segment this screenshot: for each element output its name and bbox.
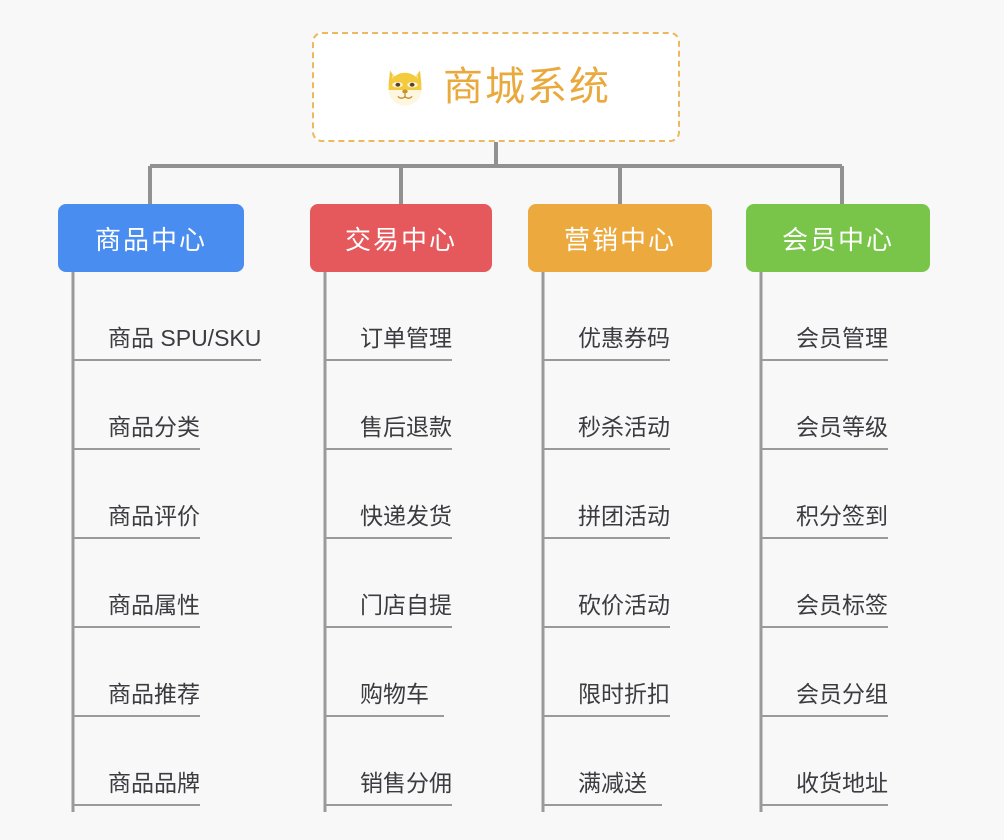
list-item-label: 销售分佣 — [360, 770, 452, 797]
list-item-label: 会员标签 — [796, 592, 888, 619]
list-item-label: 购物车 — [360, 681, 429, 708]
branch-header-trade[interactable]: 交易中心 — [310, 204, 492, 272]
branch-column-trade: 交易中心 订单管理 售后退款 快递发货 门店自提 购物车 销售分佣 — [310, 204, 492, 806]
list-item-label: 快递发货 — [360, 503, 452, 530]
list-item-label: 门店自提 — [360, 592, 452, 619]
branch-item-list-member: 会员管理 会员等级 积分签到 会员标签 会员分组 收货地址 — [760, 272, 930, 806]
list-item-label: 商品属性 — [108, 592, 200, 619]
list-item[interactable]: 砍价活动 — [542, 539, 670, 628]
list-item[interactable]: 快递发货 — [324, 450, 452, 539]
branch-header-member[interactable]: 会员中心 — [746, 204, 930, 272]
branch-item-list-product: 商品 SPU/SKU 商品分类 商品评价 商品属性 商品推荐 商品品牌 — [72, 272, 262, 806]
branch-item-list-marketing: 优惠券码 秒杀活动 拼团活动 砍价活动 限时折扣 满减送 — [542, 272, 712, 806]
list-item[interactable]: 售后退款 — [324, 361, 452, 450]
list-item-label: 满减送 — [578, 770, 647, 797]
list-item[interactable]: 商品 SPU/SKU — [72, 272, 262, 361]
branch-header-label: 会员中心 — [781, 224, 894, 255]
branch-column-marketing: 营销中心 优惠券码 秒杀活动 拼团活动 砍价活动 限时折扣 满减送 — [528, 204, 712, 806]
list-item-label: 订单管理 — [360, 325, 452, 352]
list-item[interactable]: 商品推荐 — [72, 628, 200, 717]
list-item-label: 会员分组 — [796, 681, 888, 708]
branch-column-product: 商品中心 商品 SPU/SKU 商品分类 商品评价 商品属性 商品推荐 商品品牌 — [58, 204, 262, 806]
list-item-label: 会员管理 — [796, 325, 888, 352]
branch-header-label: 交易中心 — [344, 224, 457, 255]
list-item-label: 秒杀活动 — [578, 414, 670, 441]
list-item-label: 商品评价 — [108, 503, 200, 530]
list-item[interactable]: 商品评价 — [72, 450, 200, 539]
page-title: 商城系统 — [443, 65, 611, 109]
branch-header-label: 营销中心 — [563, 224, 676, 255]
list-item[interactable]: 收货地址 — [760, 717, 888, 806]
list-item-label: 积分签到 — [796, 503, 888, 530]
list-item-label: 商品分类 — [108, 414, 200, 441]
list-item-label: 商品 SPU/SKU — [108, 325, 262, 352]
list-item[interactable]: 会员分组 — [760, 628, 888, 717]
root-node[interactable]: 商城系统 — [312, 32, 680, 142]
branch-item-list-trade: 订单管理 售后退款 快递发货 门店自提 购物车 销售分佣 — [324, 272, 492, 806]
list-item[interactable]: 拼团活动 — [542, 450, 670, 539]
branch-header-label: 商品中心 — [94, 224, 207, 255]
list-item[interactable]: 会员标签 — [760, 539, 888, 628]
list-item-label: 商品推荐 — [108, 681, 200, 708]
list-item[interactable]: 满减送 — [542, 717, 662, 806]
list-item[interactable]: 门店自提 — [324, 539, 452, 628]
list-item-label: 拼团活动 — [578, 503, 670, 530]
branch-header-product[interactable]: 商品中心 — [58, 204, 244, 272]
branch-column-member: 会员中心 会员管理 会员等级 积分签到 会员标签 会员分组 收货地址 — [746, 204, 930, 806]
list-item[interactable]: 会员管理 — [760, 272, 888, 361]
list-item[interactable]: 销售分佣 — [324, 717, 452, 806]
list-item[interactable]: 会员等级 — [760, 361, 888, 450]
list-item-label: 优惠券码 — [578, 325, 670, 352]
list-item[interactable]: 购物车 — [324, 628, 444, 717]
list-item-label: 会员等级 — [796, 414, 888, 441]
list-item[interactable]: 限时折扣 — [542, 628, 670, 717]
list-item[interactable]: 订单管理 — [324, 272, 452, 361]
list-item[interactable]: 商品属性 — [72, 539, 200, 628]
list-item[interactable]: 商品分类 — [72, 361, 200, 450]
list-item-label: 收货地址 — [796, 770, 888, 797]
list-item-label: 商品品牌 — [108, 770, 200, 797]
list-item-label: 砍价活动 — [578, 592, 670, 619]
branch-header-marketing[interactable]: 营销中心 — [528, 204, 712, 272]
list-item[interactable]: 秒杀活动 — [542, 361, 670, 450]
list-item-label: 售后退款 — [360, 414, 452, 441]
list-item[interactable]: 商品品牌 — [72, 717, 200, 806]
list-item[interactable]: 优惠券码 — [542, 272, 670, 361]
shiba-inu-dog-face-icon — [388, 70, 422, 106]
list-item-label: 限时折扣 — [578, 681, 670, 708]
list-item[interactable]: 积分签到 — [760, 450, 888, 539]
